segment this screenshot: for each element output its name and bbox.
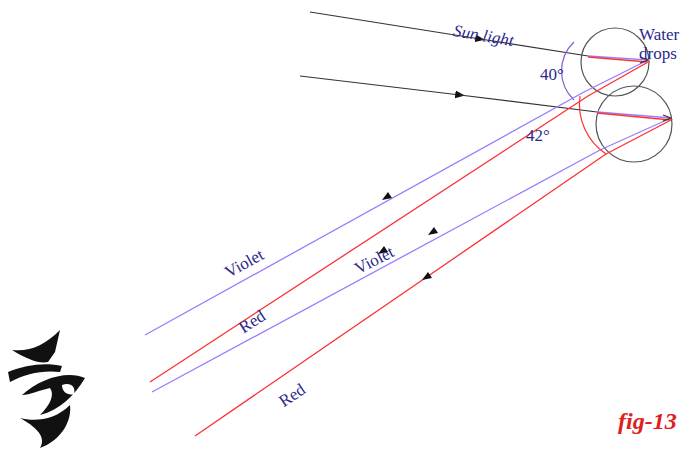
eye-icon <box>8 330 85 448</box>
color-label: Red <box>276 381 309 412</box>
angle-label: 40° <box>540 66 564 85</box>
angle-label: 42° <box>526 127 550 146</box>
internal-rays <box>584 56 671 154</box>
color-label: Violet <box>352 243 397 278</box>
color-label: Red <box>236 307 269 338</box>
drop-label: Water drops <box>639 26 697 63</box>
light-label: Sun light <box>452 22 515 51</box>
ray-arrowheads <box>378 192 438 280</box>
exit-rays <box>145 92 606 436</box>
figure-caption: fig-13 <box>618 408 677 435</box>
color-label: Violet <box>222 246 267 282</box>
sunlight-rays <box>300 12 597 112</box>
